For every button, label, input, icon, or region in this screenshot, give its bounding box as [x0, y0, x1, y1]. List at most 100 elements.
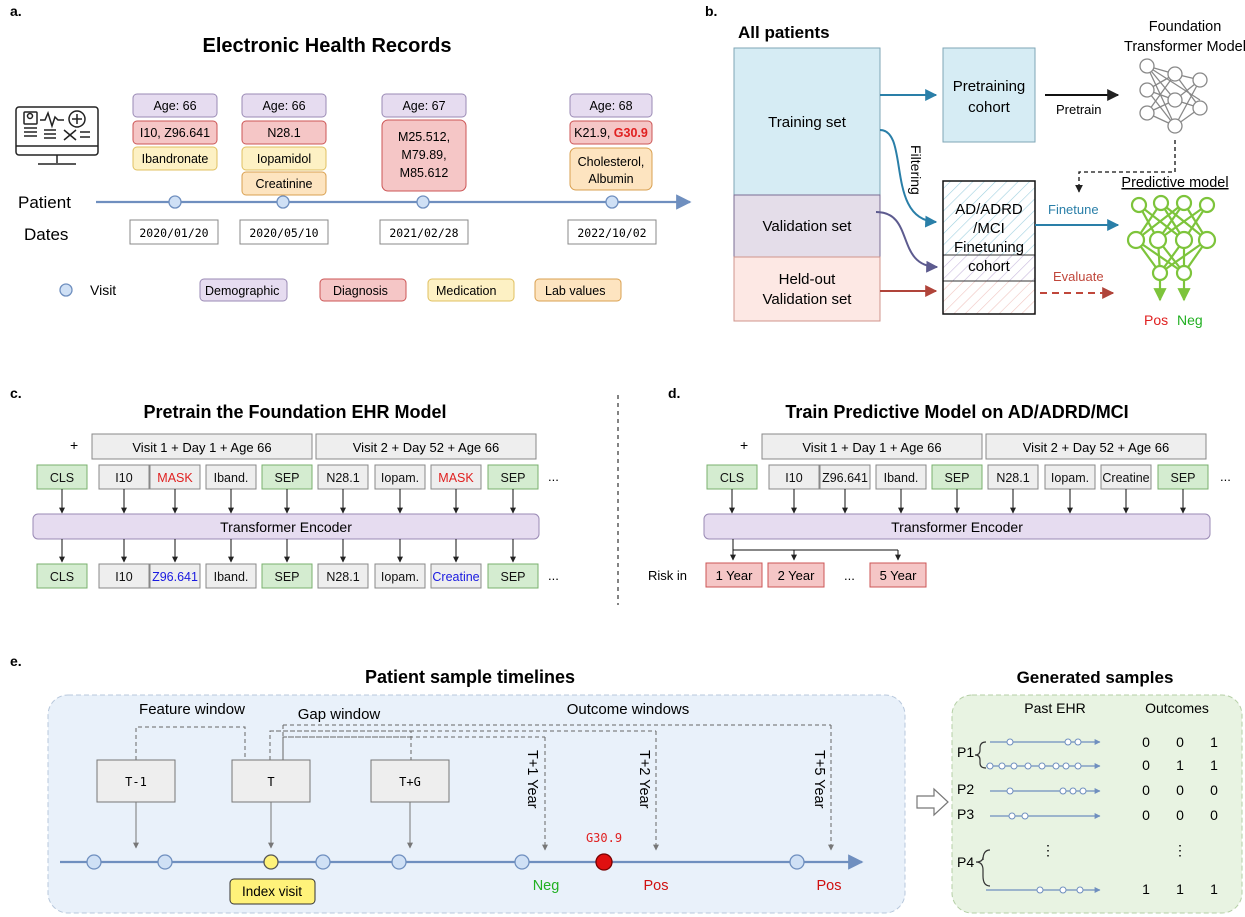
mini-visit-dot [998, 762, 1006, 770]
index-visit-dot [263, 854, 279, 870]
outcomes-header: Outcomes [1145, 700, 1209, 716]
risk-5-year-label: 5 Year [880, 568, 918, 583]
date-text: 2020/01/20 [139, 226, 208, 240]
date-text: 2020/05/10 [249, 226, 318, 240]
panel-c-title: Pretrain the Foundation EHR Model [143, 402, 446, 422]
validation-set-label: Validation set [763, 218, 853, 235]
feature-window-label: Feature window [139, 701, 245, 718]
panel-c: c. Pretrain the Foundation EHR Model + V… [10, 385, 559, 589]
token-box [875, 464, 927, 490]
foundation-model-label-1: Foundation [1149, 19, 1222, 35]
token-label: Creatine [1102, 471, 1149, 485]
p1-outcome-row2-1y: 0 [1142, 757, 1150, 773]
lab-text: Cholesterol, [578, 155, 645, 169]
token-label: Iopam. [381, 471, 419, 485]
token-box [98, 464, 150, 490]
token-label: Iopam. [381, 570, 419, 584]
visit2-embedding-box [315, 433, 537, 460]
visit-dot [789, 854, 805, 870]
demographic-box [241, 93, 327, 118]
mini-visit-dot [1074, 738, 1082, 746]
risk-2-year-box [767, 562, 825, 588]
diagnosis-text: N28.1 [267, 126, 300, 140]
mini-visit-dot [1024, 762, 1032, 770]
date-text: 2022/10/02 [577, 226, 646, 240]
box-t-label: T [267, 775, 274, 789]
token-box [261, 563, 313, 589]
p4-outcome-1y: 1 [1142, 881, 1150, 897]
mini-visit-dot [1079, 787, 1087, 795]
demographic-legend-box [199, 278, 288, 302]
ad-code-label: G30.9 [586, 831, 622, 845]
patient-label: Patient [18, 193, 71, 212]
ad-diagnosis-dot [595, 853, 613, 871]
token-label: Iband. [214, 570, 249, 584]
visit-legend-label: Visit [90, 282, 116, 298]
finetune-cohort-label-3: Finetuning [954, 239, 1024, 256]
predictive-model-label: Predictive model [1121, 175, 1228, 191]
diagnosis-box [132, 120, 218, 145]
visit-dot [605, 195, 619, 209]
medication-box [132, 146, 218, 171]
arrow-validation-to-cohort [875, 211, 939, 273]
visit2-embedding-label: Visit 2 + Day 52 + Age 66 [353, 440, 499, 455]
medication-legend-label: Medication [436, 284, 496, 298]
age-text: Age: 67 [402, 99, 445, 113]
token-box [374, 464, 426, 490]
token-label: SEP [274, 570, 299, 584]
token-label: CLS [50, 570, 74, 584]
plus-sign: + [740, 437, 748, 453]
p1-outcome-row1-2y: 0 [1176, 734, 1184, 750]
ellipsis: ... [548, 469, 559, 484]
mini-visit-dot [1059, 886, 1067, 894]
mini-visit-dot [1059, 787, 1067, 795]
p4-outcome-5y: 1 [1210, 881, 1218, 897]
token-label: N28.1 [326, 570, 359, 584]
token-box [36, 563, 88, 589]
diagnosis-legend-label: Diagnosis [333, 284, 388, 298]
neg-label: Neg [1177, 312, 1203, 328]
visit1-embedding-label: Visit 1 + Day 1 + Age 66 [132, 440, 271, 455]
token-box [819, 464, 871, 490]
mini-visit-dot [1036, 886, 1044, 894]
visit1-embedding-box [91, 433, 313, 460]
finetune-cohort-label-4: cohort [968, 258, 1011, 275]
demographic-box [569, 93, 653, 118]
generated-samples-title: Generated samples [1017, 668, 1174, 687]
p2-outcome-5y: 0 [1210, 782, 1218, 798]
date-box [129, 219, 219, 245]
token-box [931, 464, 983, 490]
patient-p2: P2 [957, 781, 974, 797]
p4-brace [975, 849, 991, 887]
token-label: CLS [50, 471, 74, 485]
date-box [379, 219, 469, 245]
visit-dot [86, 854, 102, 870]
p1-outcome-row1-5y: 1 [1210, 734, 1218, 750]
mini-visit-dot [1052, 762, 1060, 770]
p2-outcome-2y: 0 [1176, 782, 1184, 798]
risk-2-year-label: 2 Year [778, 568, 816, 583]
transformer-encoder-box [703, 513, 1211, 540]
token-box [430, 563, 482, 589]
demographic-legend-label: Demographic [205, 284, 279, 298]
filtering-label: Filtering [908, 145, 924, 195]
finetune-cohort-val-part [942, 254, 1036, 282]
pretraining-cohort-box [942, 47, 1036, 143]
date-box [567, 219, 657, 245]
visit-legend-dot [59, 283, 73, 297]
mini-visit-dot [1062, 762, 1070, 770]
visit-3: Age: 67 M25.512, M79.89, M85.612 2021/02… [379, 93, 469, 245]
visit-4: Age: 68 K21.9, G30.9 Cholesterol, Albumi… [567, 93, 657, 245]
p1-outcome-row1-1y: 0 [1142, 734, 1150, 750]
visit-dot [416, 195, 430, 209]
ad-diagnosis-code: G30.9 [614, 126, 648, 140]
token-box [374, 563, 426, 589]
panel-a-legend: Visit Demographic Diagnosis Medication L… [59, 278, 622, 302]
token-box [1100, 464, 1152, 490]
generated-samples-background [951, 694, 1243, 914]
token-box [317, 563, 369, 589]
p3-outcome-5y: 0 [1210, 807, 1218, 823]
date-box [239, 219, 329, 245]
